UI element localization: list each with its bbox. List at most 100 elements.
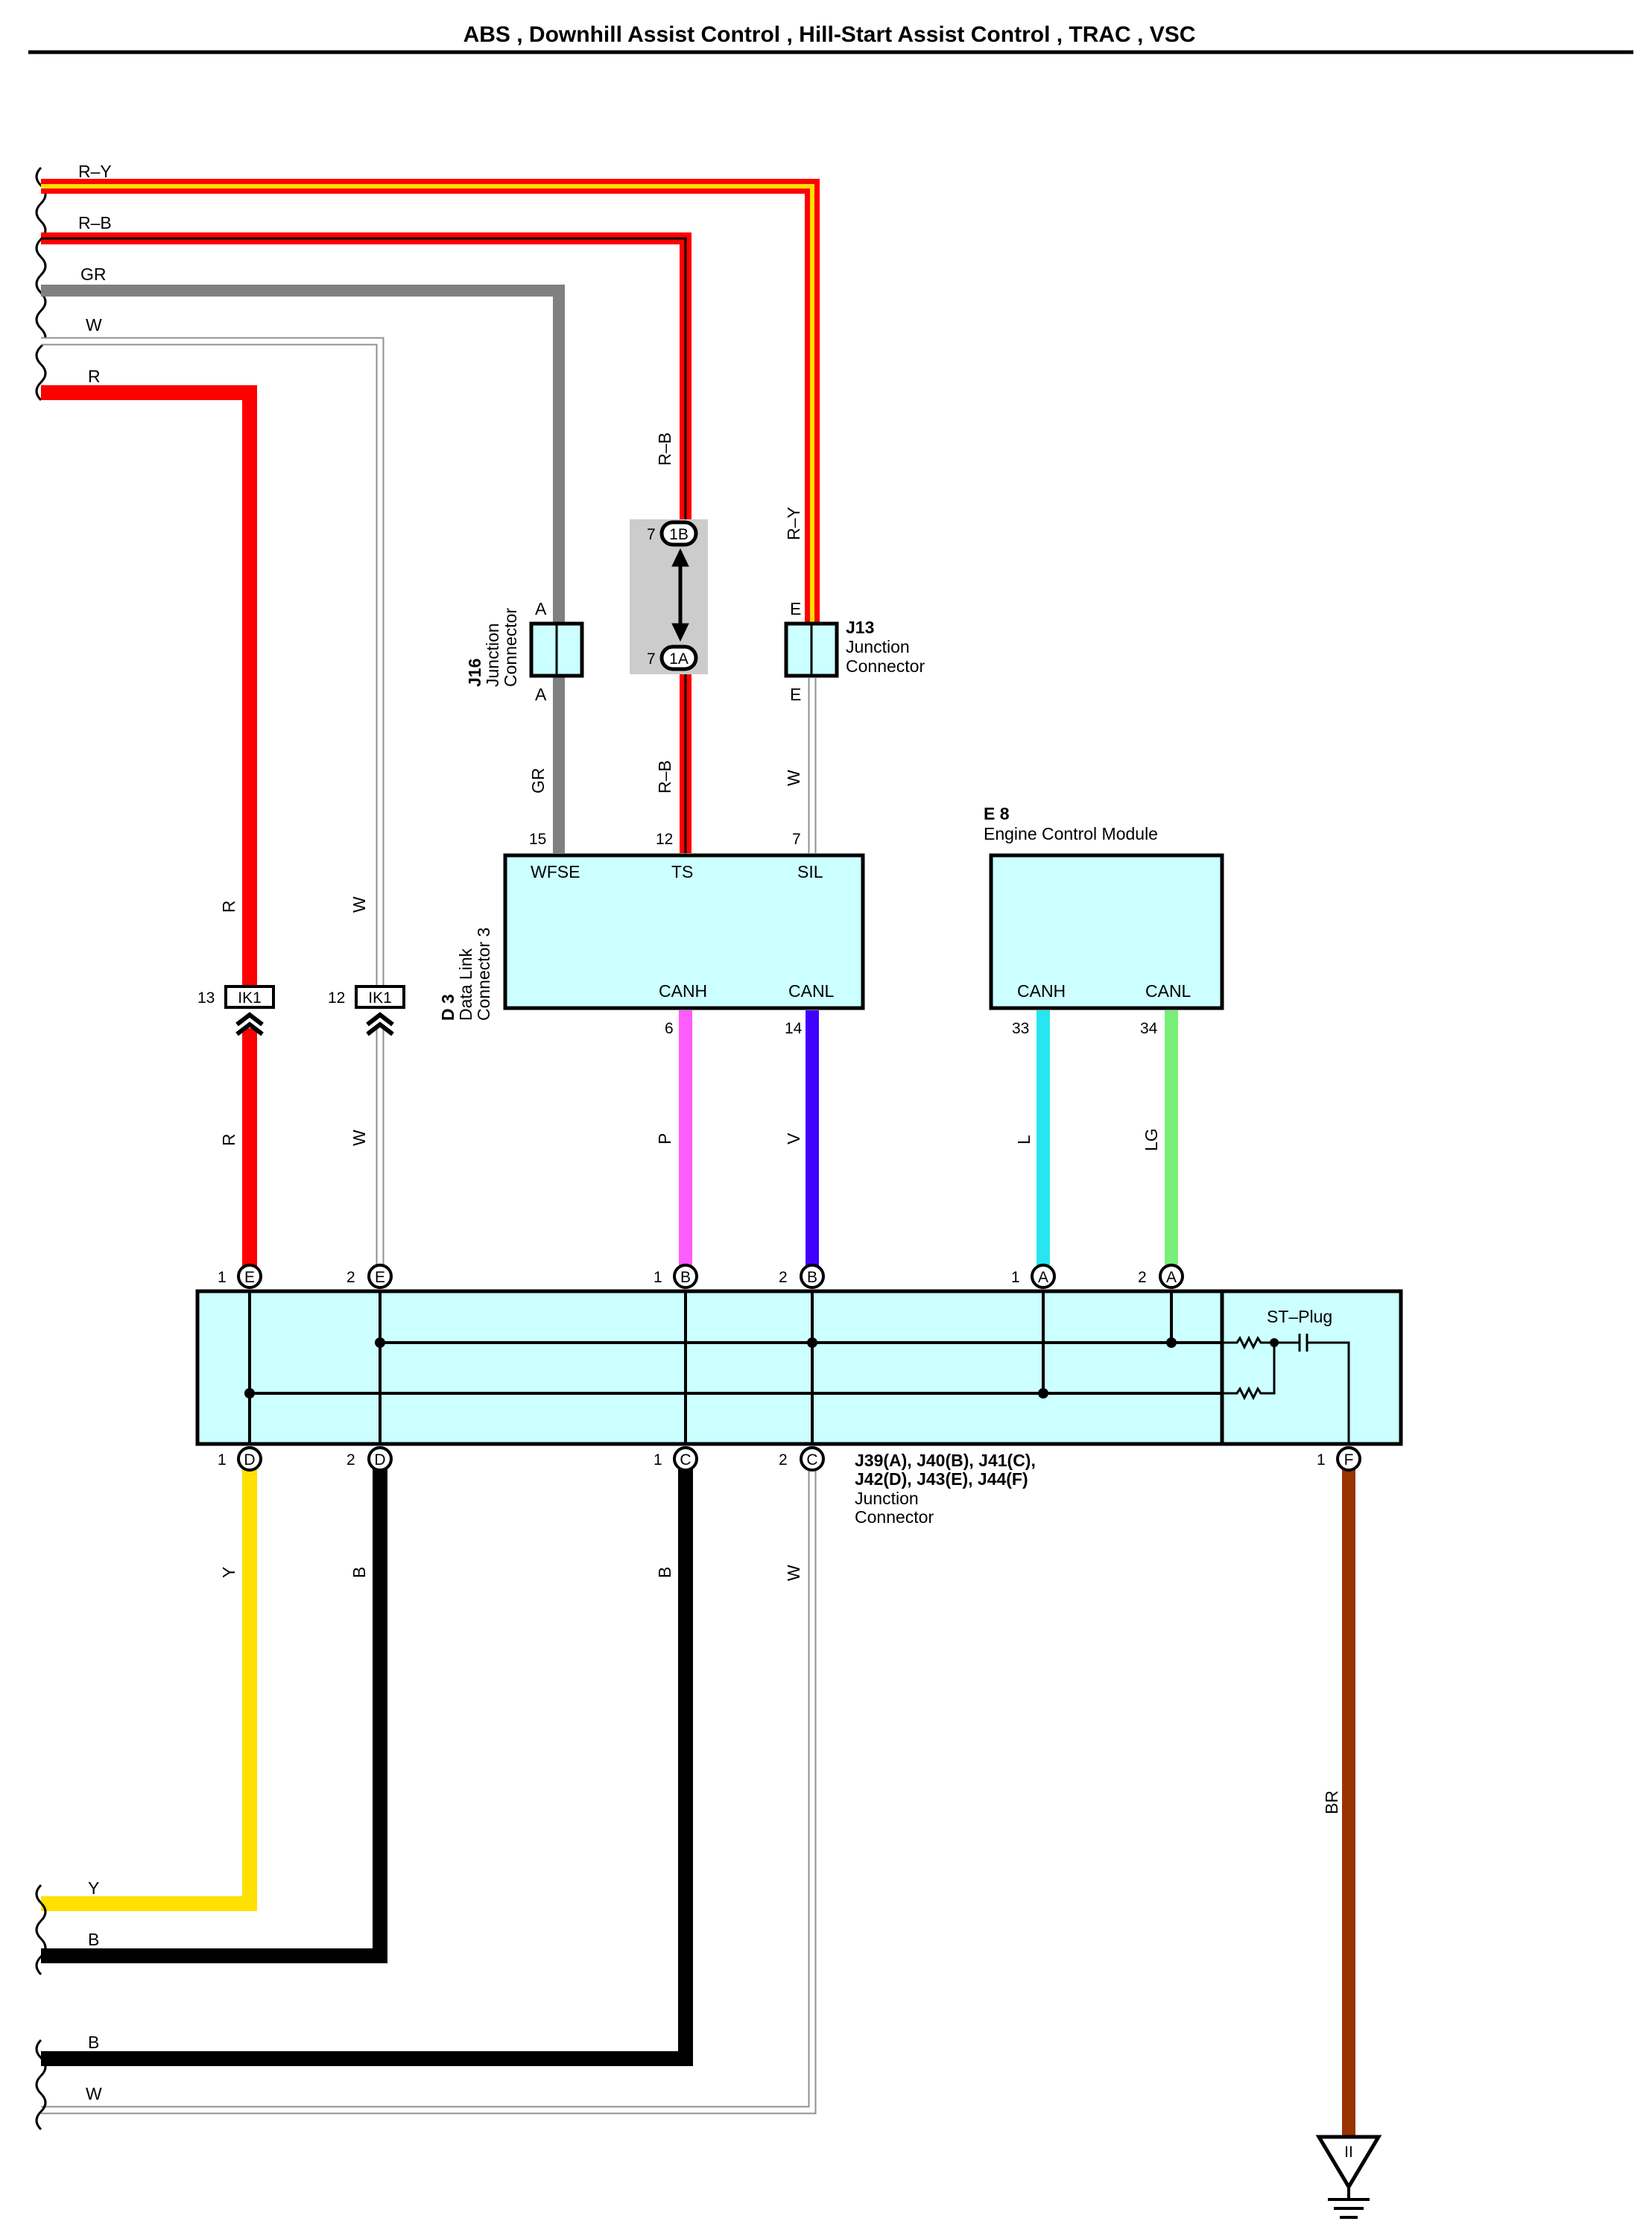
svg-text:B: B	[680, 1269, 691, 1286]
svg-text:1: 1	[1011, 1269, 1020, 1286]
inline-connector-arrows	[671, 548, 689, 642]
wire-label-l: L	[1014, 1135, 1034, 1144]
wire-label-b1-left: B	[88, 1930, 99, 1949]
wire-label-r-b-upper: R–B	[655, 432, 674, 466]
svg-text:C: C	[806, 1451, 817, 1469]
d3-wfse-label: WFSE	[531, 862, 580, 881]
ik1-r-label: IK1	[238, 989, 262, 1007]
wire-w-bottom	[41, 1453, 817, 2115]
d3-id: D 3	[438, 994, 458, 1021]
j16-pin-bottom: A	[535, 685, 547, 704]
svg-text:E: E	[244, 1269, 255, 1286]
junction-pin-e1: E 1	[218, 1264, 262, 1289]
wire-break-marks-top	[35, 166, 47, 402]
d3-ts-label: TS	[671, 862, 693, 881]
j13-pin-top: E	[790, 599, 801, 618]
wire-r-b	[41, 232, 692, 853]
wire-label-w-bottom: W	[784, 1565, 803, 1581]
e8-name: Engine Control Module	[984, 824, 1158, 843]
d3-line2: Connector 3	[474, 928, 493, 1021]
ground-label: II	[1344, 2144, 1353, 2161]
ik1-connector-w: IK1 12	[328, 985, 405, 1009]
wire-label-r-upper: R	[219, 900, 238, 913]
junction-line4: Connector	[855, 1507, 934, 1527]
wire-label-y-left: Y	[88, 1878, 99, 1898]
wire-label-r-b-top: R–B	[78, 213, 112, 232]
junction-pin-d1: D 1	[218, 1446, 262, 1472]
svg-text:1: 1	[218, 1269, 227, 1286]
junction-connector-box	[195, 1289, 1403, 1446]
wire-label-r-lower: R	[219, 1133, 238, 1146]
d3-canl-label: CANL	[788, 981, 835, 1001]
d3-sil-num: 7	[792, 831, 801, 848]
wire-label-w-mid: W	[784, 770, 803, 786]
junction-line1: J39(A), J40(B), J41(C),	[855, 1451, 1036, 1470]
svg-text:D: D	[244, 1451, 255, 1469]
j13-connector: E E J13 Junction Connector	[784, 599, 925, 704]
svg-text:A: A	[1166, 1269, 1177, 1286]
junction-top-pins: E 1 E 2 B 1 B 2 A 1 A 2	[218, 1264, 1184, 1289]
st-plug: ST–Plug	[1222, 1307, 1350, 1444]
j16-connector: A A J16 Junction Connector	[465, 599, 584, 704]
junction-pin-e2: E 2	[346, 1264, 393, 1289]
junction-connector-label: J39(A), J40(B), J41(C), J42(D), J43(E), …	[855, 1451, 1036, 1527]
inline-1b-label: 1B	[669, 526, 689, 543]
j16-line2: Connector	[501, 608, 520, 687]
svg-text:2: 2	[346, 1269, 355, 1286]
junction-pin-a2: A 2	[1138, 1264, 1184, 1289]
wire-y	[41, 1453, 257, 1911]
d3-sil-label: SIL	[797, 862, 823, 881]
svg-text:F: F	[1344, 1451, 1354, 1469]
wire-label-v: V	[784, 1133, 803, 1144]
e8-canh-num: 33	[1012, 1020, 1029, 1037]
ik1-connector-r: IK1 13	[197, 985, 275, 1009]
svg-text:2: 2	[346, 1451, 355, 1469]
inline-1b-pin: 7	[647, 526, 656, 543]
junction-line2: J42(D), J43(E), J44(F)	[855, 1469, 1028, 1489]
junction-bottom-pins: D 1 D 2 C 1 C 2 F 1	[218, 1446, 1361, 1472]
inline-connector-1b: 1B 7	[647, 520, 698, 547]
e8-canl-label: CANL	[1145, 981, 1191, 1001]
wire-label-r-y-top: R–Y	[78, 162, 112, 181]
d3-canh-label: CANH	[659, 981, 707, 1001]
svg-text:E: E	[375, 1269, 385, 1286]
e8-canh-label: CANH	[1017, 981, 1066, 1001]
wire-label-w-upper: W	[349, 896, 369, 913]
junction-pin-c2: C 2	[779, 1446, 825, 1472]
wire-label-gr-top: GR	[80, 265, 107, 284]
junction-pin-f1: F 1	[1317, 1446, 1361, 1472]
j16-line1: Junction	[483, 623, 502, 687]
e8-canl-num: 34	[1140, 1020, 1158, 1037]
j13-pin-bottom: E	[790, 685, 801, 704]
wire-r-top	[41, 385, 257, 987]
j13-id: J13	[846, 618, 874, 637]
wire-label-r-y-upper: R–Y	[784, 507, 803, 540]
wire-label-lg: LG	[1142, 1128, 1161, 1151]
wire-label-gr-mid: GR	[528, 768, 548, 794]
page-title: ABS , Downhill Assist Control , Hill-Sta…	[463, 22, 1196, 47]
wire-b1	[41, 1453, 387, 1963]
inline-connector-1a: 1A 7	[647, 644, 698, 671]
d3-wfse-num: 15	[529, 831, 546, 848]
wire-label-y: Y	[219, 1567, 238, 1578]
inline-1a-pin: 7	[647, 650, 656, 668]
wire-gr	[41, 285, 565, 853]
wire-label-w-top: W	[86, 315, 102, 335]
svg-text:1: 1	[1317, 1451, 1326, 1469]
svg-text:2: 2	[779, 1269, 788, 1286]
wire-r-y	[41, 179, 820, 667]
wire-w-top	[41, 337, 384, 987]
wire-label-b1: B	[349, 1567, 369, 1578]
svg-text:2: 2	[779, 1451, 788, 1469]
svg-text:B: B	[807, 1269, 817, 1286]
d3-canl-num: 14	[785, 1020, 803, 1037]
e8-id: E 8	[984, 804, 1010, 823]
ground-symbol: II	[1315, 2135, 1382, 2219]
wire-break-marks-bottom	[35, 1884, 47, 2131]
junction-line3: Junction	[855, 1489, 919, 1508]
svg-text:1: 1	[653, 1269, 662, 1286]
e8-engine-control-module: E 8 Engine Control Module CANH CANL 33 3…	[984, 804, 1224, 1037]
d3-data-link-connector: 15 12 7 WFSE TS SIL CANH CANL 6 14 D 3 D…	[438, 831, 865, 1037]
d3-ts-num: 12	[656, 831, 673, 848]
